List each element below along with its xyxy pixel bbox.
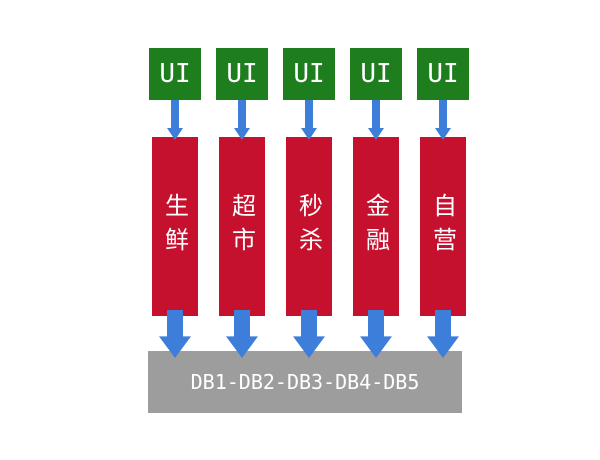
ui-label: UI bbox=[360, 59, 392, 89]
ui-label: UI bbox=[427, 59, 459, 89]
ui-box-3: UI bbox=[283, 48, 335, 100]
database-label: DB1-DB2-DB3-DB4-DB5 bbox=[190, 370, 420, 394]
down-arrow-icon bbox=[234, 100, 250, 140]
service-label: 生鲜 bbox=[160, 192, 189, 261]
ui-label: UI bbox=[159, 59, 191, 89]
down-arrow-icon bbox=[167, 100, 183, 140]
ui-box-2: UI bbox=[216, 48, 268, 100]
service-box-4: 金融 bbox=[353, 137, 399, 316]
service-label: 金融 bbox=[361, 192, 390, 261]
service-label: 超市 bbox=[227, 192, 256, 261]
down-arrow-icon bbox=[368, 100, 384, 140]
ui-box-4: UI bbox=[350, 48, 402, 100]
ui-box-5: UI bbox=[417, 48, 469, 100]
service-label: 秒杀 bbox=[294, 192, 323, 261]
service-box-5: 自营 bbox=[420, 137, 466, 316]
down-arrow-icon bbox=[435, 100, 451, 140]
service-label: 自营 bbox=[428, 192, 457, 261]
ui-label: UI bbox=[226, 59, 258, 89]
ui-label: UI bbox=[293, 59, 325, 89]
database-box: DB1-DB2-DB3-DB4-DB5 bbox=[148, 351, 462, 413]
service-box-2: 超市 bbox=[219, 137, 265, 316]
down-arrow-icon bbox=[301, 100, 317, 140]
service-box-3: 秒杀 bbox=[286, 137, 332, 316]
ui-box-1: UI bbox=[149, 48, 201, 100]
service-box-1: 生鲜 bbox=[152, 137, 198, 316]
